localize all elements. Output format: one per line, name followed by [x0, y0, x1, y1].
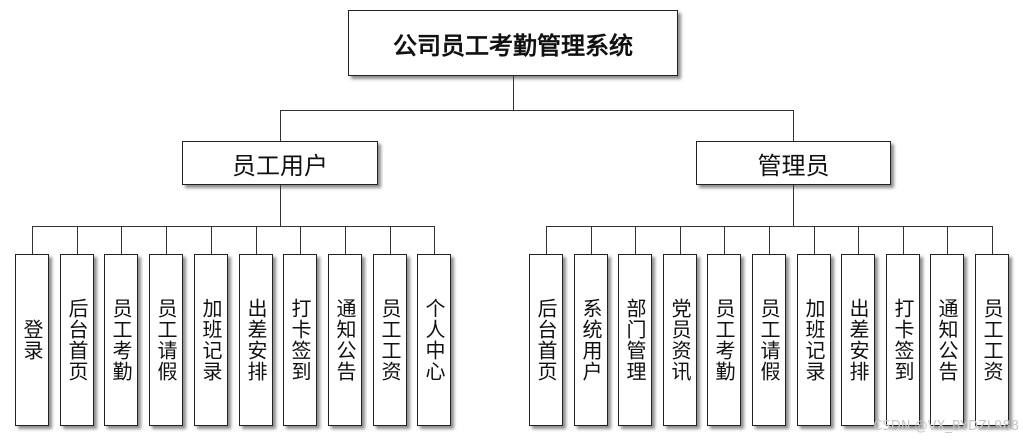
leaf-node: 打卡签到: [283, 254, 317, 426]
connector-to-leaf: [300, 226, 301, 254]
connector-to-employee: [280, 110, 281, 141]
leaf-node: 出差安排: [239, 254, 273, 426]
connector-to-leaf: [390, 226, 391, 254]
leaf-node: 打卡签到: [886, 254, 920, 426]
leaf-node: 部门管理: [618, 254, 652, 426]
connector-to-leaf: [166, 226, 167, 254]
leaf-node: 后台首页: [60, 254, 94, 426]
connector-to-leaf: [858, 226, 859, 254]
leaf-node: 通知公告: [328, 254, 362, 426]
leaf-node: 员工工资: [373, 254, 407, 426]
connector-to-leaf: [256, 226, 257, 254]
connector-to-leaf: [546, 226, 547, 254]
connector-top-bus: [280, 110, 794, 111]
leaf-node: 登录: [15, 254, 49, 426]
leaf-node: 系统用户: [574, 254, 608, 426]
connector-leaf-bus: [32, 226, 435, 227]
root-node: 公司员工考勤管理系统: [348, 10, 678, 76]
leaf-node: 个人中心: [417, 254, 451, 426]
connector-group-down: [280, 185, 281, 226]
leaf-node: 加班记录: [194, 254, 228, 426]
connector-to-leaf: [947, 226, 948, 254]
connector-to-leaf: [591, 226, 592, 254]
connector-to-leaf: [635, 226, 636, 254]
group-node-employee: 员工用户: [182, 141, 378, 185]
leaf-node: 员工考勤: [707, 254, 741, 426]
leaf-node: 员工请假: [752, 254, 786, 426]
connector-to-leaf: [434, 226, 435, 254]
leaf-node: 后台首页: [529, 254, 563, 426]
watermark: CSDN @VX_BYDZL988: [873, 419, 1019, 434]
connector-to-leaf: [724, 226, 725, 254]
leaf-node: 员工工资: [975, 254, 1009, 426]
connector-to-leaf: [211, 226, 212, 254]
leaf-node: 党员资讯: [663, 254, 697, 426]
connector-to-leaf: [903, 226, 904, 254]
leaf-node: 加班记录: [797, 254, 831, 426]
connector-to-leaf: [121, 226, 122, 254]
connector-to-leaf: [77, 226, 78, 254]
connector-root-down: [513, 76, 514, 110]
leaf-node: 通知公告: [930, 254, 964, 426]
connector-to-leaf: [992, 226, 993, 254]
connector-to-leaf: [680, 226, 681, 254]
leaf-node: 员工请假: [149, 254, 183, 426]
leaf-node: 员工考勤: [104, 254, 138, 426]
connector-to-leaf: [32, 226, 33, 254]
group-node-admin: 管理员: [696, 141, 891, 185]
connector-to-leaf: [769, 226, 770, 254]
connector-to-leaf: [345, 226, 346, 254]
leaf-node: 出差安排: [841, 254, 875, 426]
connector-to-admin: [793, 110, 794, 141]
connector-group-down: [793, 185, 794, 226]
connector-to-leaf: [814, 226, 815, 254]
